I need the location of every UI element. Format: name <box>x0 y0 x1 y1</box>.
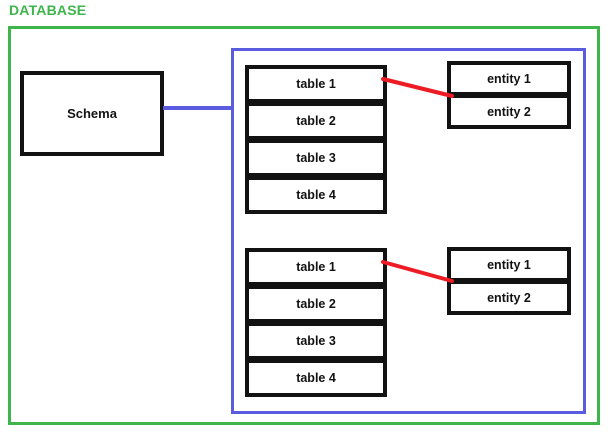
table-label: table 3 <box>296 334 336 348</box>
table-node[interactable]: table 1 <box>245 248 387 286</box>
table-label: table 1 <box>296 260 336 274</box>
tables-boundary <box>231 48 586 414</box>
entity-label: entity 2 <box>487 104 531 119</box>
table-label: table 4 <box>296 371 336 385</box>
schema-to-tables-connector <box>163 106 234 110</box>
table-label: table 3 <box>296 151 336 165</box>
database-boundary <box>8 26 600 425</box>
entity-label: entity 2 <box>487 290 531 305</box>
table-stack: table 1 table 2 table 3 table 4 <box>245 248 387 397</box>
table-node[interactable]: table 3 <box>245 322 387 360</box>
table-node[interactable]: table 4 <box>245 359 387 397</box>
table-node[interactable]: table 2 <box>245 102 387 140</box>
table-label: table 2 <box>296 114 336 128</box>
schema-node[interactable]: Schema <box>20 71 164 156</box>
entity-label: entity 1 <box>487 71 531 86</box>
entity-group: entity 1 entity 2 <box>447 61 571 129</box>
table-stack: table 1 table 2 table 3 table 4 <box>245 65 387 214</box>
entity-node[interactable]: entity 1 <box>447 247 571 282</box>
entity-node[interactable]: entity 2 <box>447 94 571 129</box>
table-label: table 1 <box>296 77 336 91</box>
entity-group: entity 1 entity 2 <box>447 247 571 315</box>
table-node[interactable]: table 4 <box>245 176 387 214</box>
schema-label: Schema <box>67 106 117 121</box>
table-node[interactable]: table 3 <box>245 139 387 177</box>
table-node[interactable]: table 1 <box>245 65 387 103</box>
table-label: table 2 <box>296 297 336 311</box>
entity-node[interactable]: entity 2 <box>447 280 571 315</box>
table-label: table 4 <box>296 188 336 202</box>
database-title: DATABASE <box>9 2 87 18</box>
entity-node[interactable]: entity 1 <box>447 61 571 96</box>
table-node[interactable]: table 2 <box>245 285 387 323</box>
entity-label: entity 1 <box>487 257 531 272</box>
